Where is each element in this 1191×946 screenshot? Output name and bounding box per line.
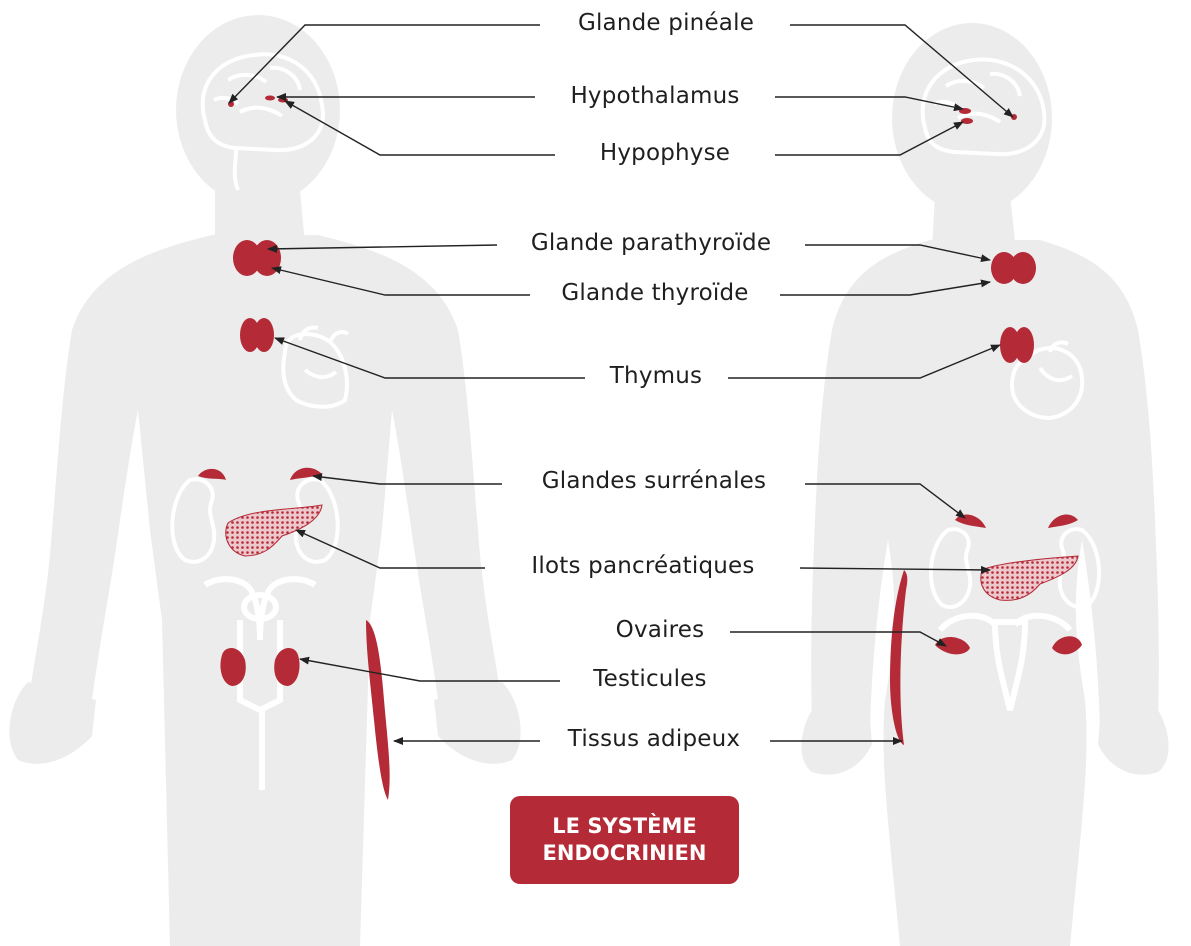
title-line-1: LE SYSTÈME [552,813,696,840]
label-hypophyse: Hypophyse [600,140,730,166]
label-ovaires: Ovaires [616,617,705,643]
label-parathyroide: Glande parathyroïde [531,230,771,256]
male-adipose-tissue [366,620,390,800]
male-hypothalamus [265,96,275,101]
title-line-2: ENDOCRINIEN [543,840,707,867]
label-pancreas: Ilots pancréatiques [531,553,754,579]
female-thymus [1000,327,1034,363]
label-surrenales: Glandes surrénales [542,468,766,494]
female-pituitary [961,118,973,124]
male-thymus [240,318,274,352]
label-thymus: Thymus [610,363,702,389]
female-pineal-gland [1011,114,1017,120]
label-hypothalamus: Hypothalamus [570,83,739,109]
label-thyroide: Glande thyroïde [561,280,748,306]
label-testicules: Testicules [593,666,706,692]
label-pineale: Glande pinéale [578,10,754,36]
title-badge: LE SYSTÈME ENDOCRINIEN [510,796,739,884]
label-adipeux: Tissus adipeux [568,726,740,752]
